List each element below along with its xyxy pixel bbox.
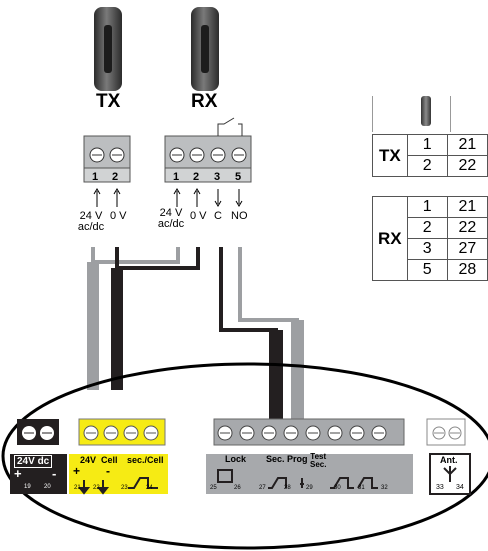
table-sensor-icon	[421, 96, 431, 126]
terminal-33: 33	[436, 484, 444, 491]
terminal-32: 32	[381, 485, 388, 491]
power-sign-plus: +	[14, 466, 22, 481]
terminal-30: 30	[334, 485, 341, 491]
table-cell: 1	[406, 134, 448, 156]
power-label: 24V dc	[14, 455, 53, 468]
terminal-23: 23	[121, 485, 128, 491]
cell-sign-plus: +	[73, 464, 81, 478]
tx-terminal-1: 1	[92, 171, 99, 183]
control-board-outline	[1, 362, 488, 550]
lock-label: Lock	[225, 454, 247, 464]
input-terminal-block	[206, 418, 413, 494]
terminal-24: 24	[146, 485, 153, 491]
terminal-22: 22	[93, 485, 100, 491]
terminal-25: 25	[210, 485, 217, 491]
rx-wire-c: C	[214, 210, 222, 222]
sec-prog-label: Sec. Prog	[266, 454, 308, 464]
rx-terminal-1: 1	[173, 171, 180, 183]
table-cell: 21	[446, 196, 488, 218]
table-cell: 27	[446, 238, 488, 260]
tx-terminal-block	[83, 135, 131, 183]
table-row: TX 1 21	[372, 134, 488, 177]
rx-wiring-table: RX 1 21 2 22 3 27 5 28	[372, 196, 488, 281]
rx-wire-24v: 24 V ac/dc	[157, 207, 185, 230]
table-row: RX 1 21	[372, 196, 488, 281]
rx-wire-no: NO	[231, 210, 248, 222]
table-cell: 5	[406, 259, 448, 281]
terminal-31: 31	[358, 485, 365, 491]
table-row: 2 22	[373, 217, 488, 239]
tx-wire-0v: 0 V	[110, 210, 127, 222]
antenna-terminal-block	[426, 418, 471, 495]
table-cell: 2	[406, 217, 448, 239]
table-cell: 28	[446, 259, 488, 281]
table-divider	[450, 96, 451, 132]
terminal-27: 27	[259, 485, 266, 491]
tx-table-label: TX	[372, 134, 408, 177]
rx-sensor-icon	[191, 7, 219, 91]
test-sec-label: Test Sec.	[310, 452, 327, 469]
table-row: 3 27	[373, 238, 488, 260]
terminal-29: 29	[306, 485, 313, 491]
table-cell: 21	[446, 134, 488, 156]
antenna-label: Ant.	[440, 455, 458, 465]
rx-terminal-3: 3	[214, 171, 221, 183]
table-cell: 22	[446, 217, 488, 239]
table-divider	[372, 96, 373, 132]
cell-label: Cell	[101, 455, 118, 465]
rx-terminal-5: 5	[235, 171, 242, 183]
rx-label: RX	[191, 91, 218, 112]
table-row: 2 22	[373, 155, 488, 177]
table-cell: 2	[406, 155, 448, 177]
terminal-arrows	[93, 188, 243, 207]
table-cell: 3	[406, 238, 448, 260]
terminal-20: 20	[44, 484, 51, 490]
tx-wire-24v: 24 V ac/dc	[77, 210, 105, 233]
table-row: 5 28	[373, 259, 488, 281]
wires	[87, 247, 304, 420]
cell-terminal-block	[69, 418, 168, 495]
tx-terminal-2: 2	[112, 171, 119, 183]
tx-sensor-icon	[94, 7, 122, 91]
cell-24v-label: 24V	[80, 455, 97, 465]
rx-table-label: RX	[372, 196, 408, 281]
rx-wire-0v: 0 V	[190, 210, 207, 222]
table-cell: 22	[446, 155, 488, 177]
power-sign-minus: -	[52, 466, 57, 481]
terminal-28: 28	[284, 485, 291, 491]
sec-cell-label: sec./Cell	[127, 455, 164, 465]
rx-terminal-2: 2	[193, 171, 200, 183]
terminal-21: 21	[74, 485, 81, 491]
table-cell: 1	[406, 196, 448, 218]
rx-terminal-block	[164, 117, 252, 183]
tx-label: TX	[96, 91, 121, 112]
tx-wiring-table: TX 1 21 2 22	[372, 134, 488, 177]
terminal-26: 26	[234, 485, 241, 491]
terminal-34: 34	[456, 484, 464, 491]
cell-sign-minus: -	[106, 464, 110, 478]
terminal-19: 19	[24, 484, 31, 490]
